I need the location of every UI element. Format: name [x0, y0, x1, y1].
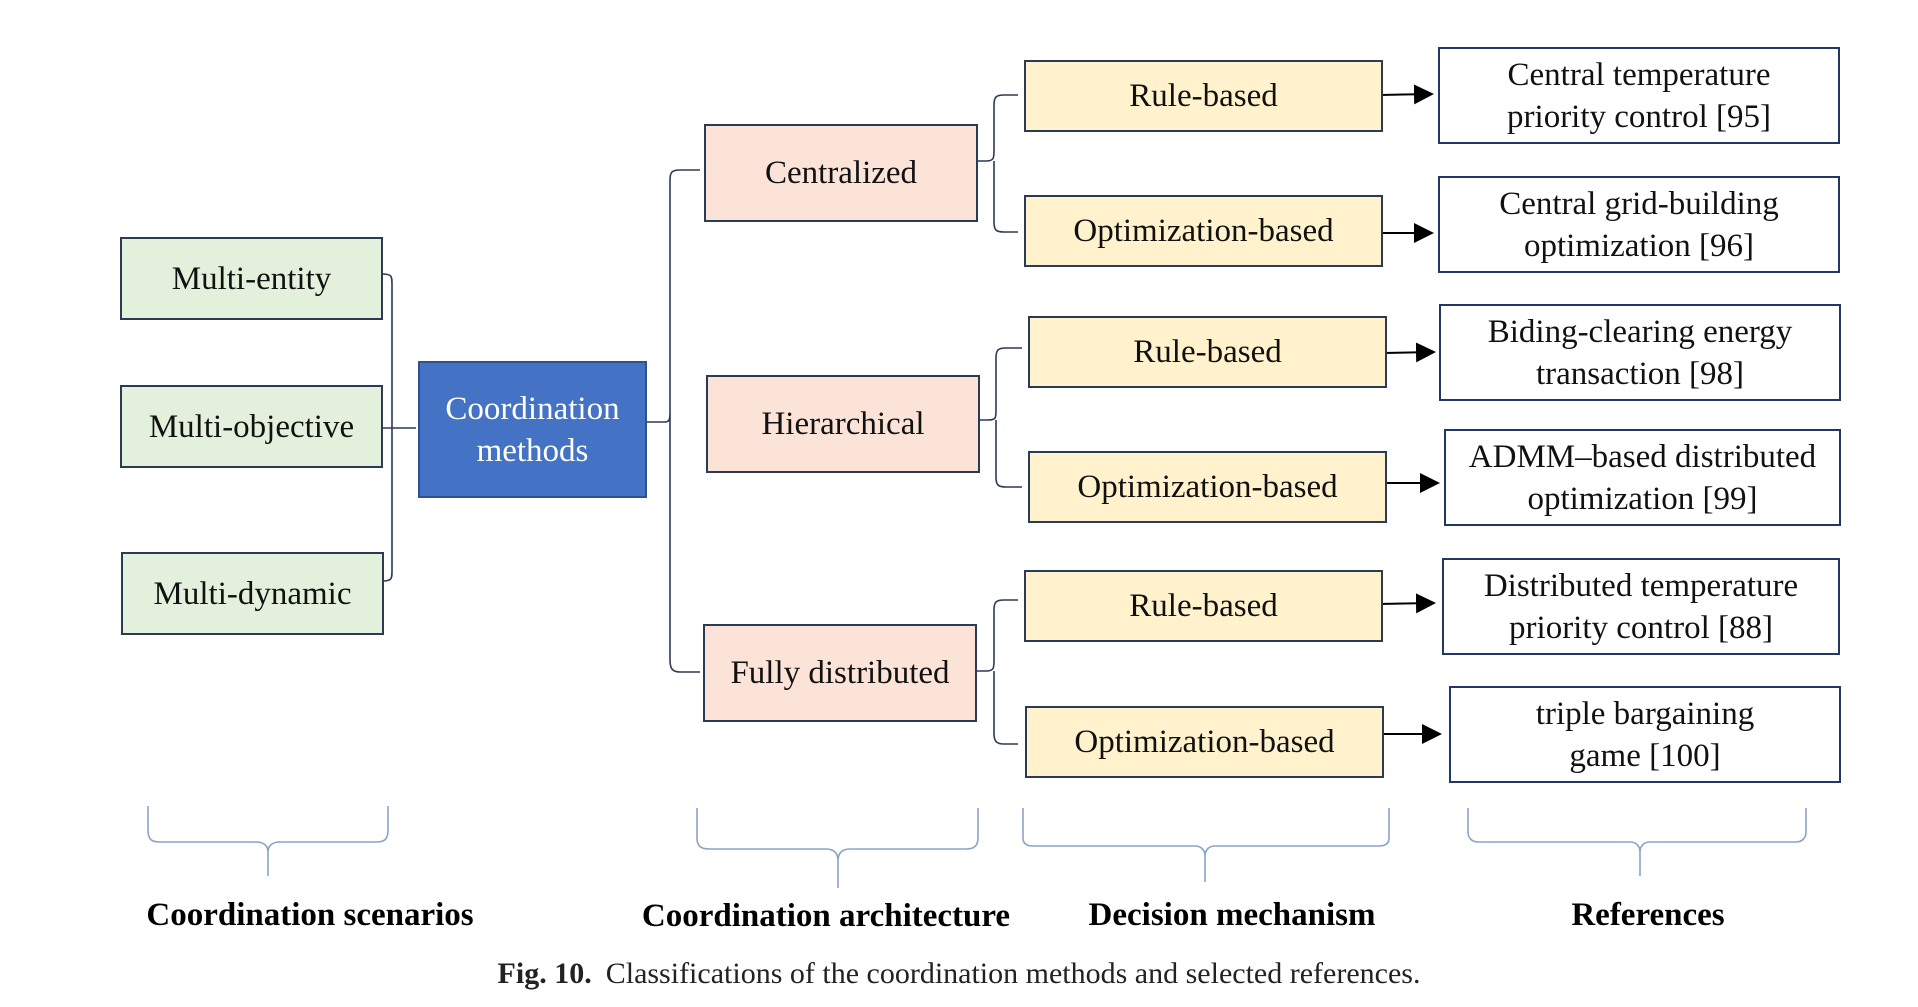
hierarchical-bracket — [977, 347, 1022, 488]
label-coordination-architecture: Coordination architecture — [641, 898, 1011, 934]
reference-5: Distributed temperature priority control… — [1442, 558, 1840, 655]
arrow-1 — [1379, 84, 1434, 105]
brace-scenarios — [147, 806, 389, 876]
architecture-hierarchical: Hierarchical — [706, 375, 980, 473]
reference-4: ADMM–based distributed optimization [99] — [1444, 429, 1841, 526]
label-decision-mechanism: Decision mechanism — [1088, 897, 1376, 933]
architecture-fully-distributed: Fully distributed — [703, 624, 977, 722]
reference-6: triple bargaining game [100] — [1449, 686, 1841, 783]
label-coordination-scenarios: Coordination scenarios — [146, 897, 474, 933]
architecture-centralized: Centralized — [704, 124, 978, 222]
caption-prefix: Fig. 10. — [497, 957, 592, 990]
decision-optimization-based-1: Optimization-based — [1024, 195, 1383, 267]
brace-references — [1467, 808, 1807, 876]
reference-3: Biding-clearing energy transaction [98] — [1439, 304, 1841, 401]
scenario-bracket — [381, 273, 416, 582]
reference-1: Central temperature priority control [95… — [1438, 47, 1840, 144]
decision-rule-based-3: Rule-based — [1024, 570, 1383, 642]
arrow-3 — [1381, 342, 1436, 363]
decision-rule-based-2: Rule-based — [1028, 316, 1387, 388]
decision-optimization-based-2: Optimization-based — [1028, 451, 1387, 523]
scenario-multi-entity: Multi-entity — [120, 237, 383, 320]
brace-decision — [1022, 808, 1390, 882]
decision-rule-based-1: Rule-based — [1024, 60, 1383, 132]
decision-optimization-based-3: Optimization-based — [1025, 706, 1384, 778]
scenario-multi-dynamic: Multi-dynamic — [121, 552, 384, 635]
label-references: References — [1571, 897, 1725, 933]
distributed-bracket — [975, 599, 1018, 745]
centralized-bracket — [975, 94, 1018, 233]
arrow-5 — [1377, 593, 1436, 614]
reference-2: Central grid-building optimization [96] — [1438, 176, 1840, 273]
scenario-multi-objective: Multi-objective — [120, 385, 383, 468]
figure-caption: Fig. 10. Classifications of the coordinat… — [498, 957, 1421, 991]
architecture-bracket — [642, 169, 700, 673]
coordination-methods-node: Coordination methods — [418, 361, 647, 498]
caption-text: Classifications of the coordination meth… — [605, 957, 1421, 990]
brace-architecture — [696, 808, 979, 888]
